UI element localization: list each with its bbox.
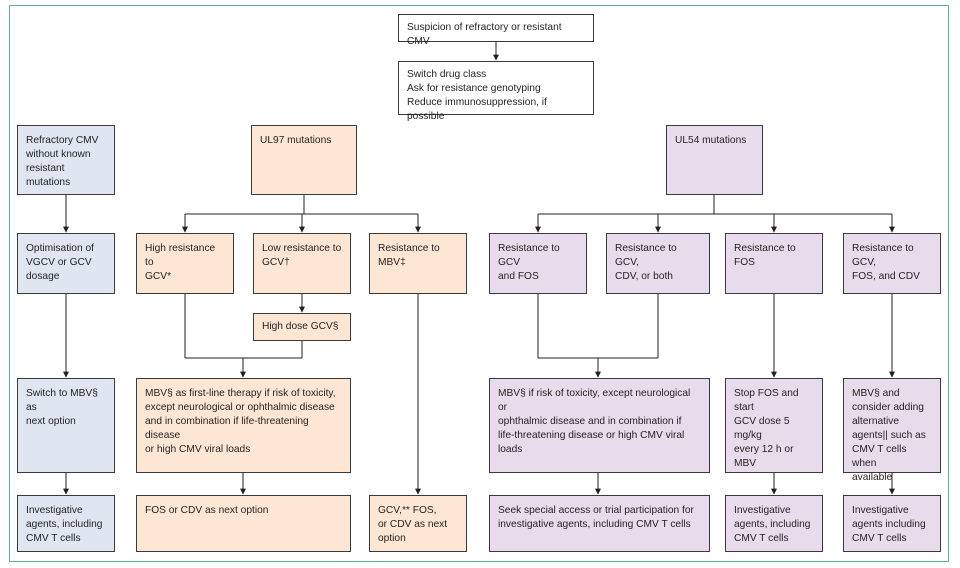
high-dose-gcv-box: High dose GCV§ <box>253 313 351 341</box>
seek-special-access-box: Seek special access or trial participati… <box>489 495 710 552</box>
ul97-mutations-box: UL97 mutations <box>251 125 357 195</box>
suspicion-box: Suspicion of refractory or resistant CMV <box>398 14 594 47</box>
switch-drug-class-box: Switch drug class Ask for resistance gen… <box>398 61 594 122</box>
resistance-gcv-fos-box: Resistance to GCV and FOS <box>489 233 587 294</box>
low-resistance-gcv-box: Low resistance to GCV† <box>253 233 351 294</box>
investigative-agents-right-box: Investigative agents including CMV T cel… <box>843 495 941 552</box>
mbv-first-line-box: MBV§ as first-line therapy if risk of to… <box>136 378 351 473</box>
investigative-agents-fos-box: Investigative agents, including CMV T ce… <box>725 495 823 552</box>
optimisation-box: Optimisation of VGCV or GCV dosage <box>17 233 115 294</box>
gcv-fos-cdv-next-box: GCV,** FOS, or CDV as next option <box>369 495 467 552</box>
figure-frame <box>9 5 949 562</box>
stop-fos-start-gcv-box: Stop FOS and start GCV dose 5 mg/kg ever… <box>725 378 823 473</box>
resistance-fos-box: Resistance to FOS <box>725 233 823 294</box>
resistance-mbv-box: Resistance to MBV‡ <box>369 233 467 294</box>
ul54-mutations-box: UL54 mutations <box>666 125 763 195</box>
refractory-cmv-box: Refractory CMV without known resistant m… <box>17 125 115 195</box>
mbv-consider-alternatives-box: MBV§ and consider adding alternative age… <box>843 378 941 483</box>
resistance-gcv-cdv-box: Resistance to GCV, CDV, or both <box>606 233 710 294</box>
mbv-if-risk-box: MBV§ if risk of toxicity, except neurolo… <box>489 378 710 473</box>
switch-to-mbv-box: Switch to MBV§ as next option <box>17 378 115 473</box>
investigative-agents-left-box: Investigative agents, including CMV T ce… <box>17 495 115 552</box>
fos-or-cdv-box: FOS or CDV as next option <box>136 495 351 552</box>
resistance-gcv-fos-cdv-box: Resistance to GCV, FOS, and CDV <box>843 233 941 294</box>
high-resistance-gcv-box: High resistance to GCV* <box>136 233 234 294</box>
